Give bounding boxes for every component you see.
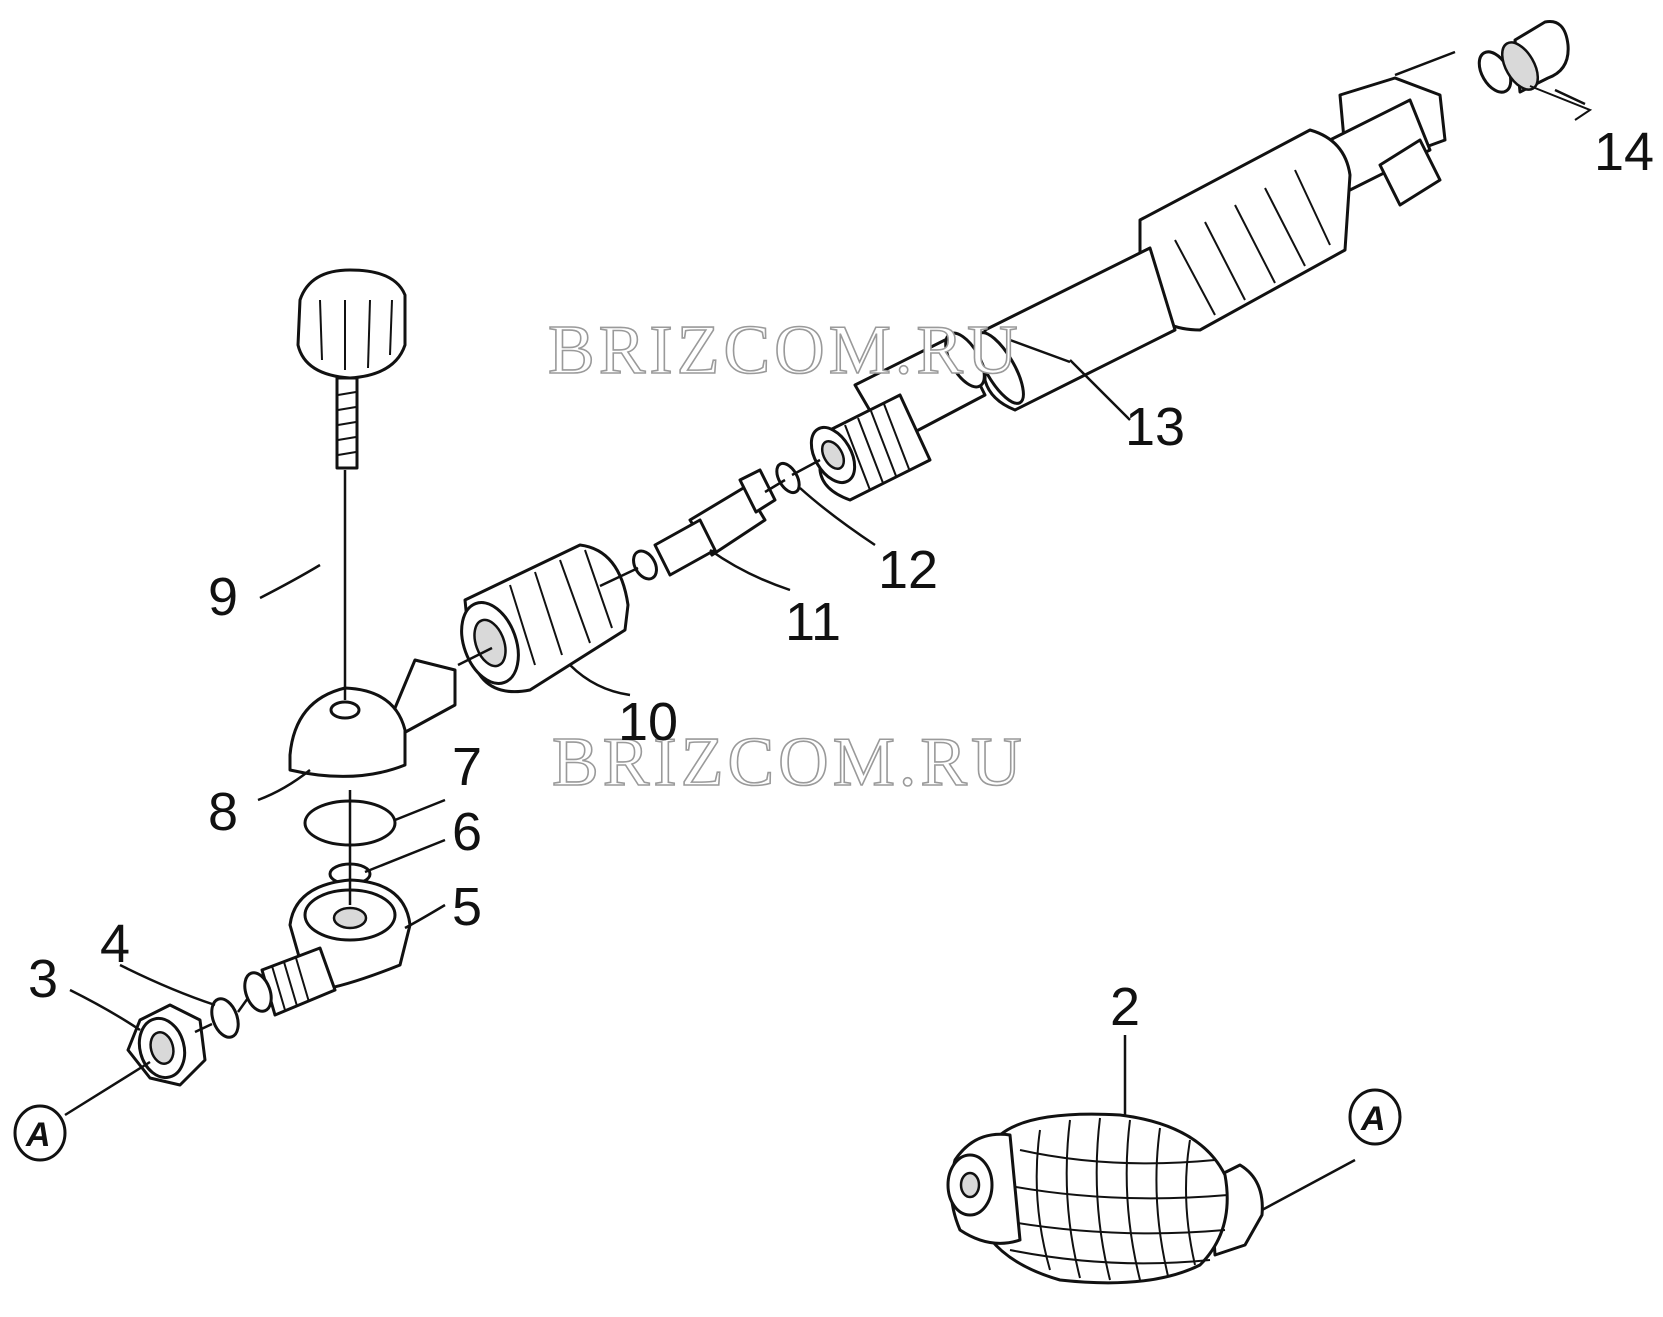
watermark-top: BRIZCOM.RU xyxy=(548,312,1022,389)
reference-marker-right-letter: A xyxy=(1360,1100,1386,1138)
callout-5: 5 xyxy=(452,877,482,937)
callout-11: 11 xyxy=(785,592,841,652)
watermark-group: BRIZCOM.RU BRIZCOM.RU xyxy=(547,311,1026,802)
part-12-o-ring xyxy=(775,461,801,495)
part-13-lance xyxy=(809,76,1447,502)
reference-marker-left-letter: A xyxy=(25,1116,51,1154)
callout-14: 14 xyxy=(1594,122,1654,182)
callout-7: 7 xyxy=(452,737,482,797)
callout-3: 3 xyxy=(28,949,58,1009)
callout-labels: 2 3 4 5 6 7 8 9 10 11 12 13 14 xyxy=(28,122,1654,1037)
callout-9: 9 xyxy=(208,567,238,627)
assembly-axis-lines xyxy=(64,50,1456,1212)
callout-4: 4 xyxy=(100,914,130,974)
callout-10: 10 xyxy=(618,692,678,752)
part-5-elbow xyxy=(243,878,412,1017)
part-2-rotary-nozzle xyxy=(946,1112,1264,1285)
part-14-fitting xyxy=(1477,19,1593,121)
callout-leaders xyxy=(69,338,1131,1115)
reference-marker-right: A xyxy=(1348,1088,1402,1146)
part-11-nipple xyxy=(632,468,777,581)
callout-2: 2 xyxy=(1110,977,1140,1037)
part-4-o-ring xyxy=(210,997,240,1039)
callout-8: 8 xyxy=(208,782,238,842)
reference-marker-left: A xyxy=(13,1104,67,1162)
callout-12: 12 xyxy=(878,540,938,600)
part-9-knob xyxy=(296,268,407,470)
callout-13: 13 xyxy=(1125,397,1185,457)
watermark-bottom: BRIZCOM.RU xyxy=(552,724,1026,801)
part-3-hex-nut xyxy=(126,1003,207,1087)
callout-6: 6 xyxy=(452,802,482,862)
part-8-housing xyxy=(288,658,457,778)
part-10-union-nut xyxy=(460,543,630,694)
